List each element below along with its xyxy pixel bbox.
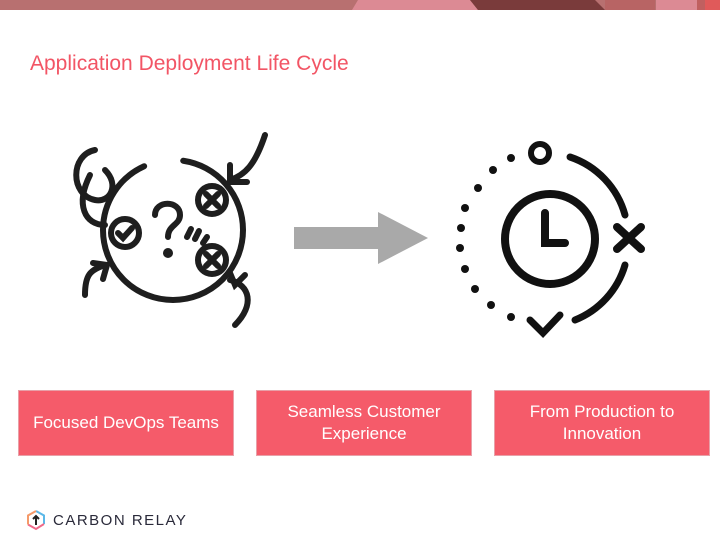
focused-devops-teams-box: Focused DevOps Teams xyxy=(18,390,234,456)
logo-text: CARBON RELAY xyxy=(53,511,188,529)
carbon-relay-logo-icon xyxy=(27,510,45,531)
slide-title: Application Deployment Life Cycle xyxy=(30,52,349,75)
seamless-customer-experience-box: Seamless Customer Experience xyxy=(256,390,472,456)
production-to-innovation-box: From Production to Innovation xyxy=(494,390,710,456)
carbon-relay-logo: CARBON RELAY xyxy=(25,509,187,531)
lifecycle-clock-icon xyxy=(456,141,645,339)
right-arrow-icon xyxy=(294,212,428,264)
top-banner xyxy=(0,0,720,10)
devops-chaos-icon xyxy=(73,132,268,328)
